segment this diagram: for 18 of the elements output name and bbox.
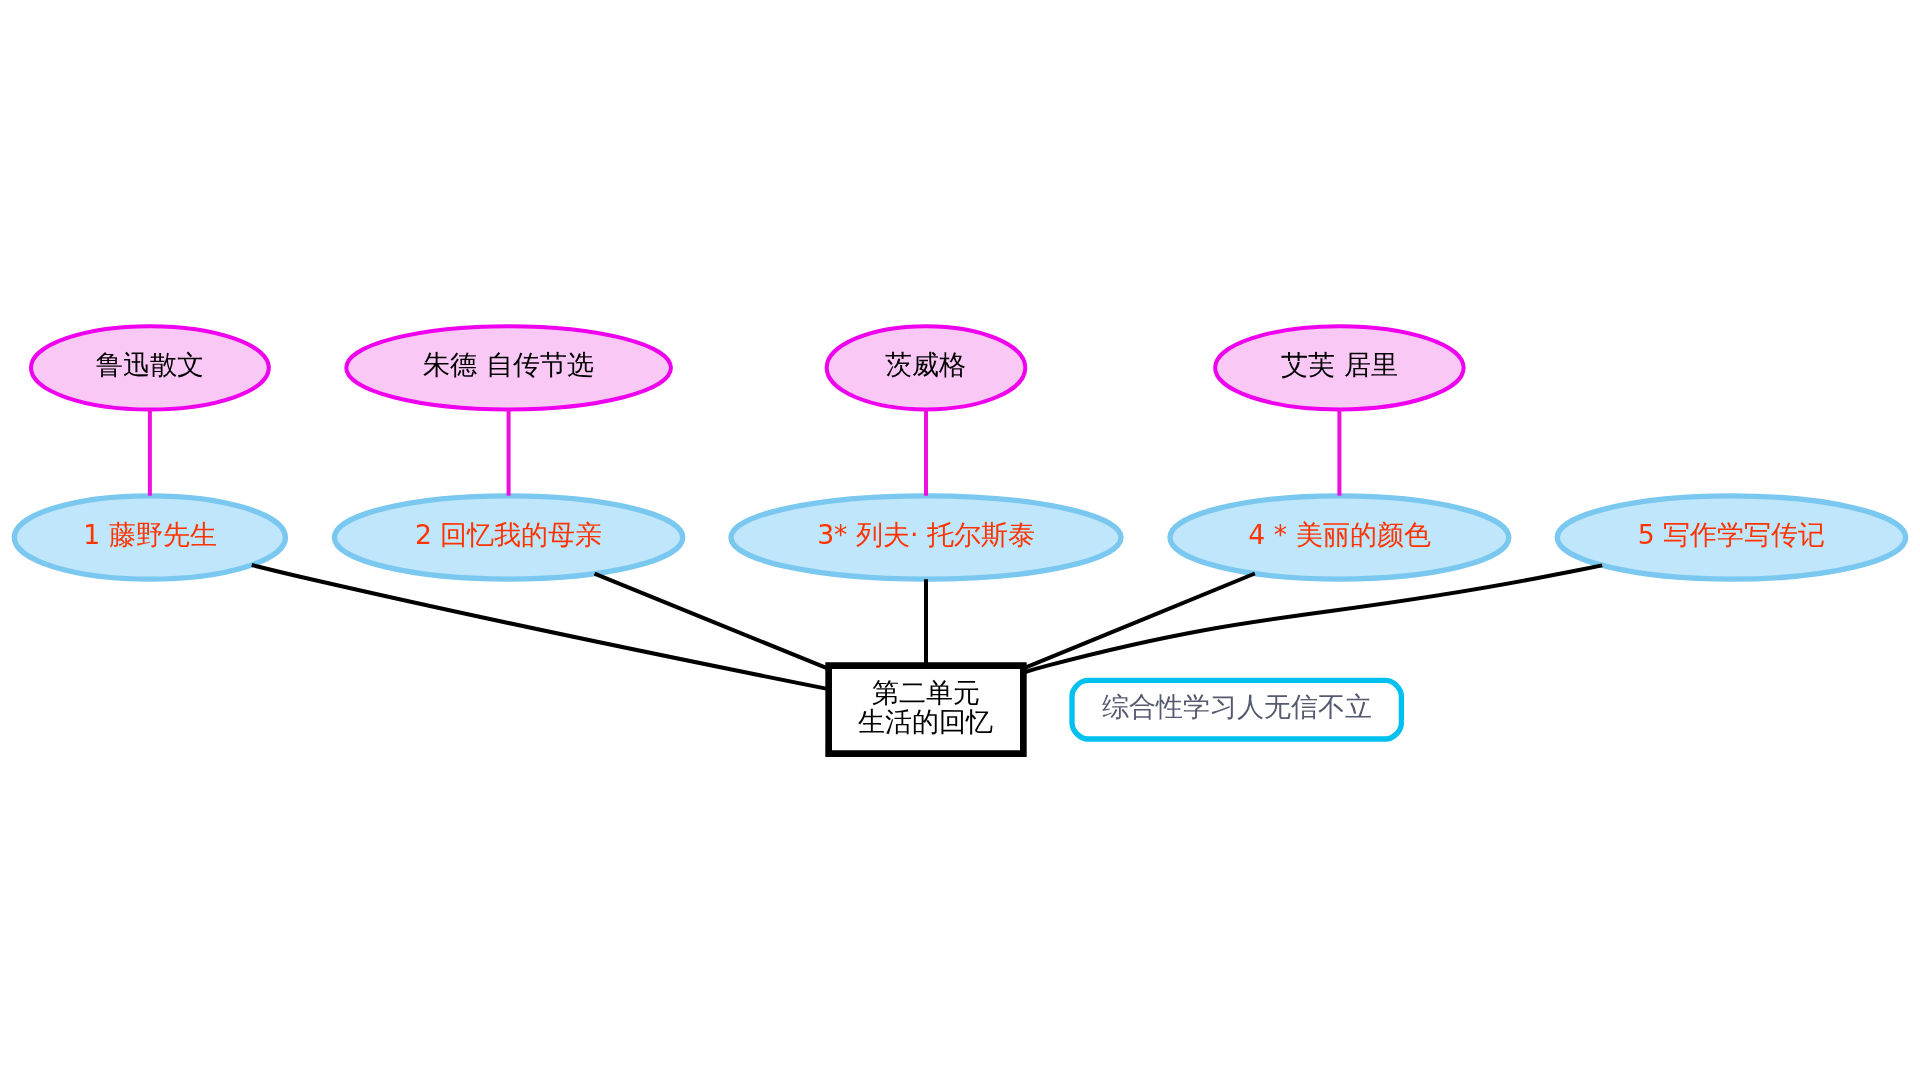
connector (924, 409, 928, 496)
node-ellipse: 5 写作学写传记 (1554, 493, 1909, 582)
node-ellipse: 2 回忆我的母亲 (331, 493, 686, 582)
node-ellipse: 朱德 自传节选 (344, 324, 673, 412)
node-ellipse: 艾芙 居里 (1213, 324, 1466, 412)
connector (147, 409, 152, 496)
node-ellipse: 1 藤野先生 (11, 493, 289, 582)
connector (506, 409, 511, 496)
connector (1023, 563, 1603, 675)
node-ellipse: 鲁迅散文 (28, 324, 271, 412)
node-box: 综合性学习人无信不立 (1069, 677, 1405, 742)
connector (1337, 409, 1342, 496)
node-box: 第二单元 生活的回忆 (825, 662, 1027, 757)
connector (924, 579, 928, 666)
connector (593, 571, 829, 671)
node-ellipse: 茨威格 (824, 324, 1028, 412)
node-ellipse: 4 * 美丽的颜色 (1167, 493, 1512, 582)
node-ellipse: 3* 列夫· 托尔斯泰 (728, 493, 1124, 582)
